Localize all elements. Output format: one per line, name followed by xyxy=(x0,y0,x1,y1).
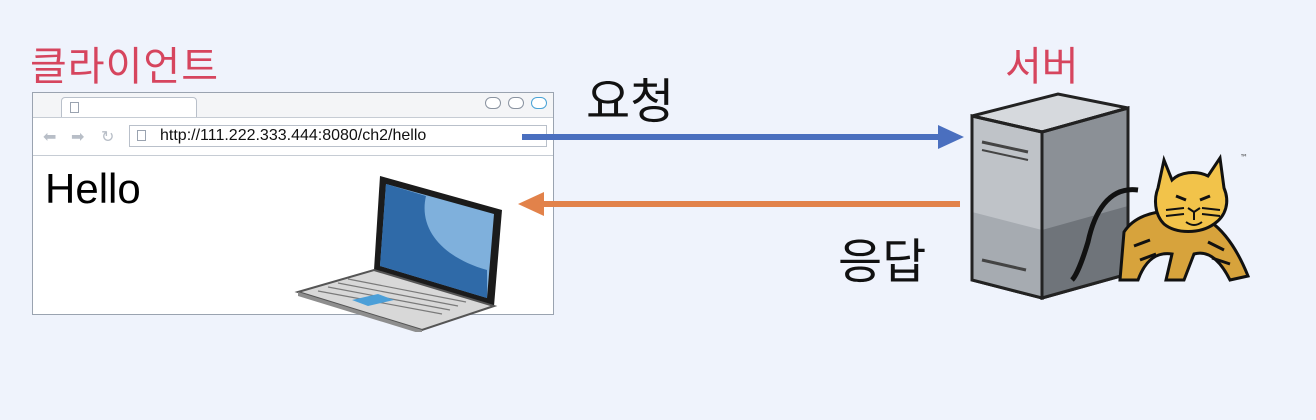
browser-tab-bar xyxy=(33,93,553,118)
address-bar[interactable]: http://111.222.333.444:8080/ch2/hello xyxy=(129,125,547,147)
tomcat-logo-icon: ™ xyxy=(1070,153,1251,282)
laptop-icon xyxy=(294,176,502,332)
browser-tab[interactable] xyxy=(61,97,197,117)
window-button-icon[interactable] xyxy=(508,97,524,109)
page-icon xyxy=(70,102,79,113)
browser-toolbar: ⬅ ➡ ↻ http://111.222.333.444:8080/ch2/he… xyxy=(33,119,553,156)
page-icon xyxy=(137,130,146,141)
server-label: 서버 xyxy=(1005,44,1079,90)
url-text: http://111.222.333.444:8080/ch2/hello xyxy=(160,127,427,144)
reload-icon[interactable]: ↻ xyxy=(101,127,115,146)
request-label: 요청 xyxy=(586,74,675,130)
back-icon[interactable]: ⬅ xyxy=(43,127,57,146)
response-label: 응답 xyxy=(838,234,927,290)
page-content-text: Hello xyxy=(45,165,141,212)
window-button-icon[interactable] xyxy=(485,97,501,109)
forward-icon[interactable]: ➡ xyxy=(71,127,85,146)
client-label: 클라이언트 xyxy=(30,44,219,90)
response-arrow xyxy=(518,192,960,216)
window-button-icon[interactable] xyxy=(531,97,547,109)
request-arrow xyxy=(522,125,964,149)
server-icon xyxy=(970,92,1130,300)
svg-text:™: ™ xyxy=(1240,153,1248,162)
